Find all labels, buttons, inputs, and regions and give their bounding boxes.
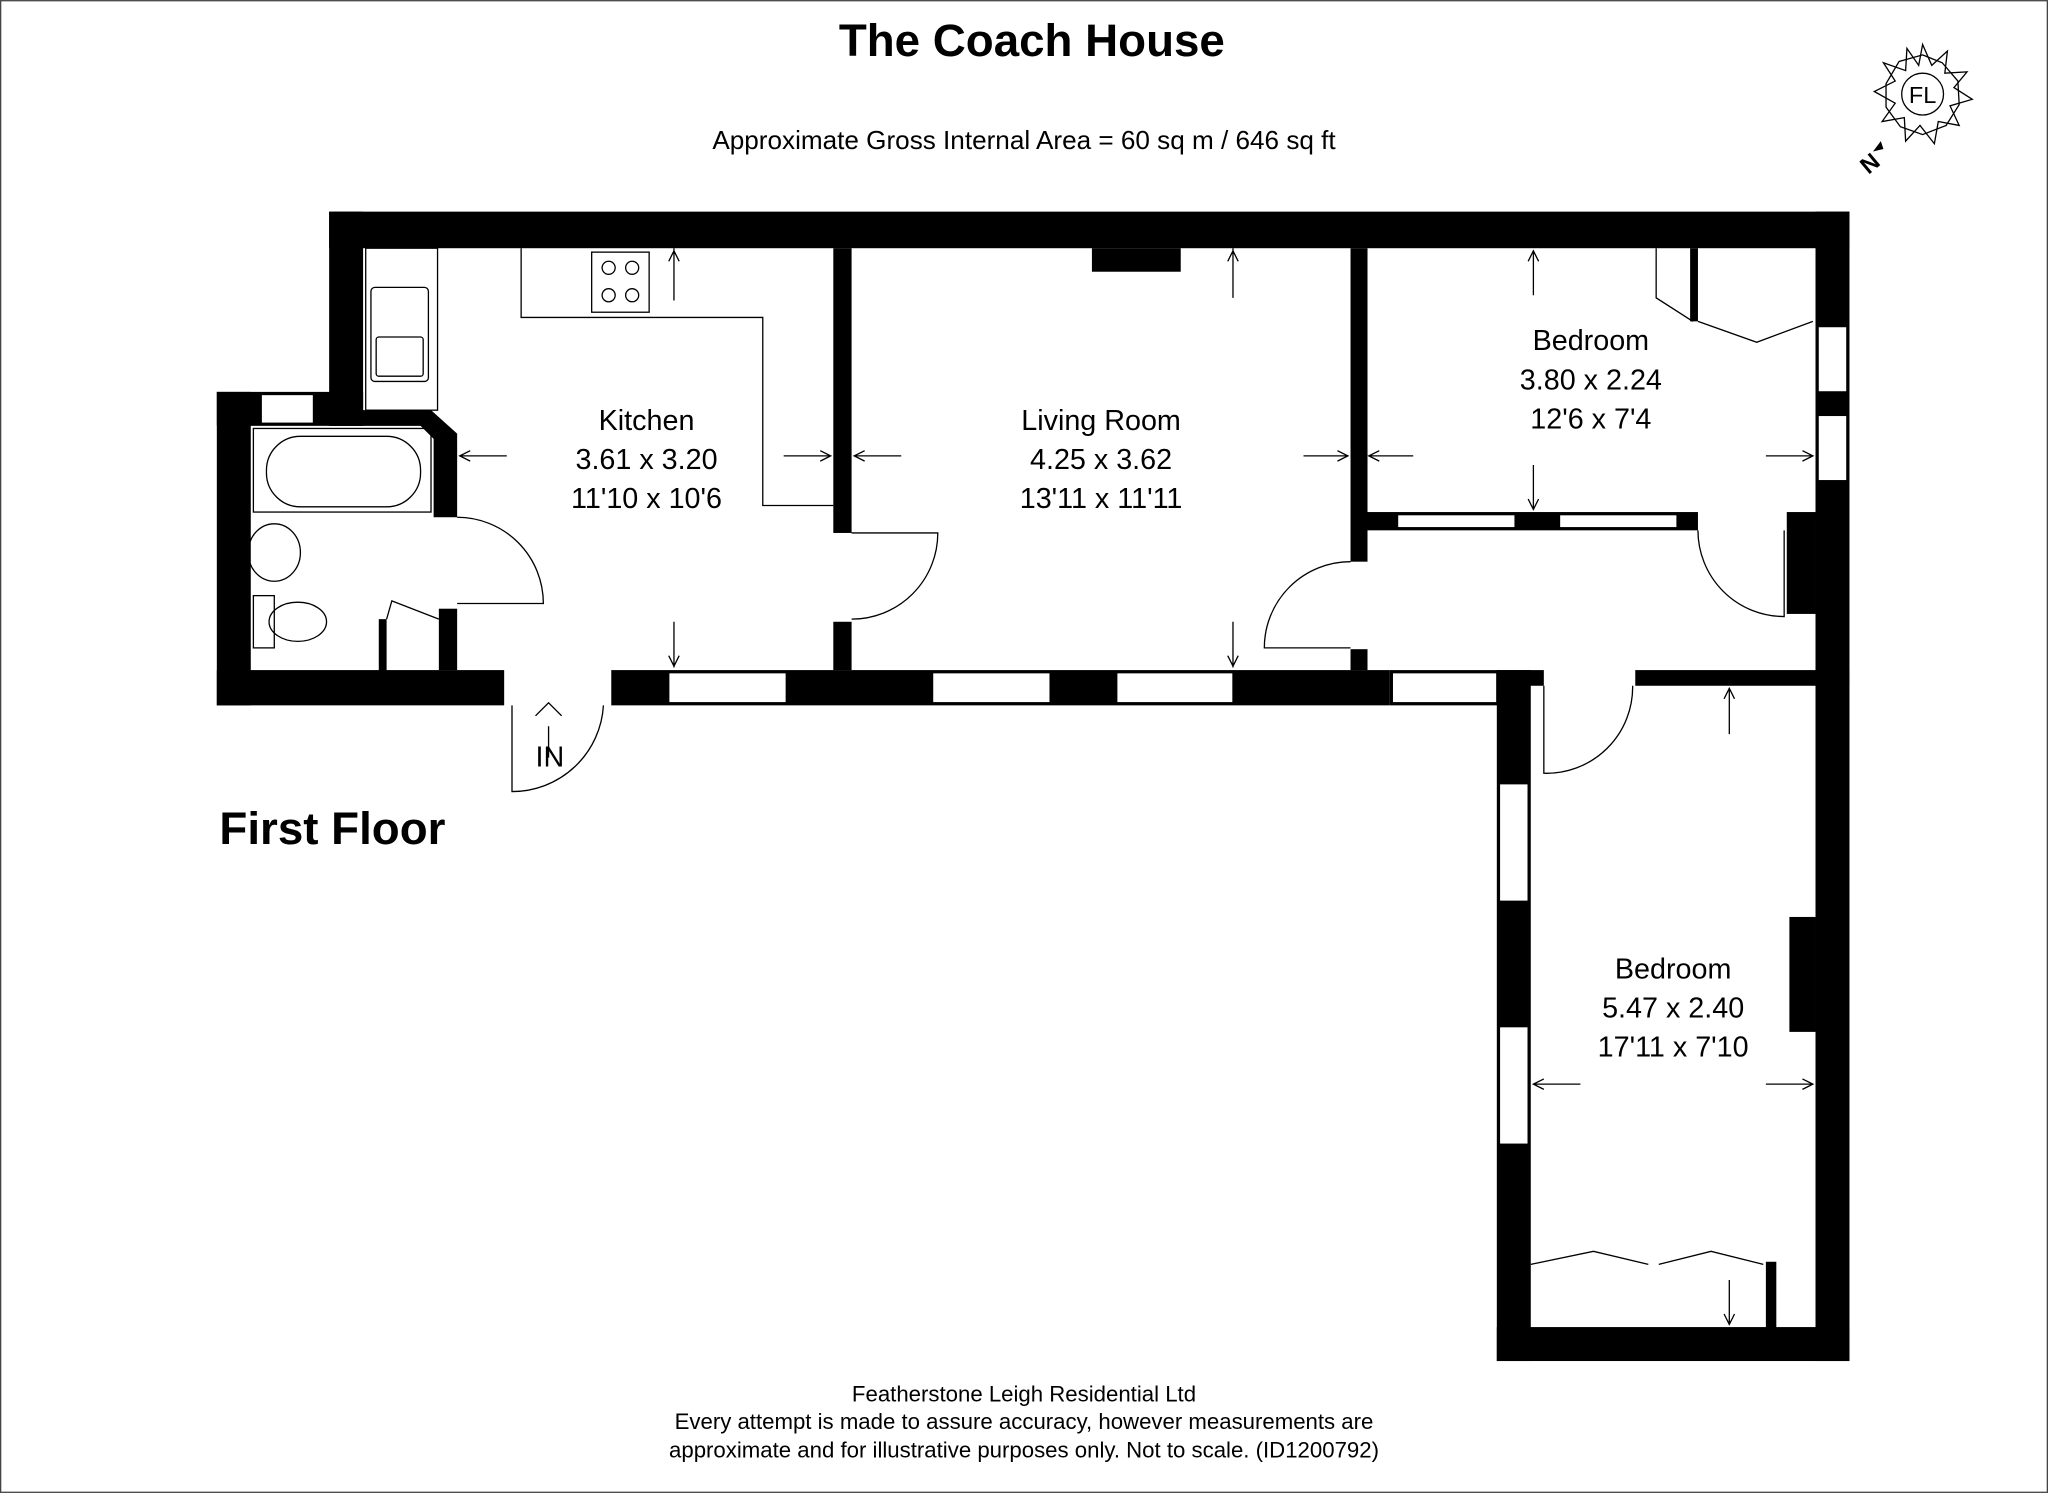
- gross-area: Approximate Gross Internal Area = 60 sq …: [712, 125, 1336, 155]
- entrance-label: IN: [536, 742, 565, 774]
- svg-text:Bedroom: Bedroom: [1615, 953, 1732, 985]
- svg-text:3.61 x 3.20: 3.61 x 3.20: [575, 444, 717, 476]
- room-bedroom-1: Bedroom 3.80 x 2.24 12'6 x 7'4: [1520, 325, 1662, 435]
- svg-text:Bedroom: Bedroom: [1533, 325, 1650, 357]
- svg-text:13'11 x 11'11: 13'11 x 11'11: [1020, 483, 1183, 515]
- plan-title: The Coach House: [839, 15, 1225, 66]
- footer-disclaimer-1: Every attempt is made to assure accuracy…: [675, 1409, 1374, 1434]
- footer-disclaimer-2: approximate and for illustrative purpose…: [669, 1438, 1379, 1463]
- room-living-room: Living Room 4.25 x 3.62 13'11 x 11'11: [1020, 405, 1183, 515]
- windows: [260, 325, 1848, 1145]
- svg-text:5.47 x 2.40: 5.47 x 2.40: [1602, 993, 1744, 1025]
- footer-company: Featherstone Leigh Residential Ltd: [852, 1382, 1196, 1407]
- svg-text:4.25 x 3.62: 4.25 x 3.62: [1030, 444, 1172, 476]
- svg-text:3.80 x 2.24: 3.80 x 2.24: [1520, 364, 1662, 396]
- svg-text:Kitchen: Kitchen: [599, 405, 695, 437]
- floor-label: First Floor: [219, 803, 445, 854]
- dimension-arrows: [458, 248, 1815, 1326]
- svg-text:Living Room: Living Room: [1021, 405, 1181, 437]
- svg-text:FL: FL: [1909, 82, 1936, 108]
- svg-text:17'11 x 7'10: 17'11 x 7'10: [1598, 1032, 1749, 1064]
- svg-text:11'10 x 10'6: 11'10 x 10'6: [571, 483, 722, 515]
- fixtures: [247, 247, 1814, 1266]
- room-kitchen: Kitchen 3.61 x 3.20 11'10 x 10'6: [571, 405, 722, 515]
- svg-text:12'6 x 7'4: 12'6 x 7'4: [1530, 403, 1651, 435]
- room-bedroom-2: Bedroom 5.47 x 2.40 17'11 x 7'10: [1598, 953, 1749, 1063]
